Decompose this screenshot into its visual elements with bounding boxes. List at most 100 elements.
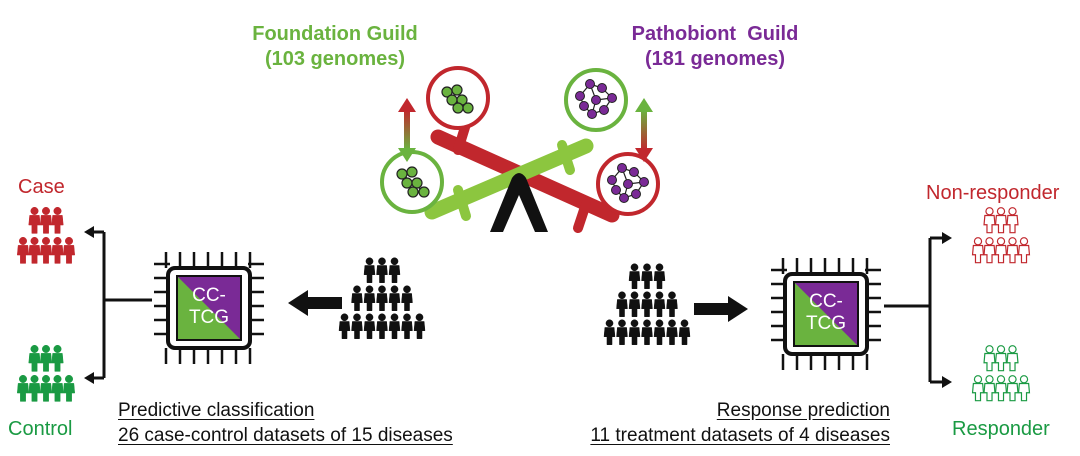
seesaw-fulcrum	[490, 173, 548, 232]
foundation-guild-name: Foundation Guild	[252, 23, 418, 45]
responder-person-icon	[994, 345, 1008, 372]
case-person-icon	[51, 236, 64, 264]
left-caption-line2: 26 case-control datasets of 15 diseases	[118, 425, 453, 446]
left-crowd-person-icon	[388, 257, 401, 283]
control-person-icon	[28, 374, 41, 402]
left-crowd-person-icon	[363, 257, 376, 283]
nonresponder-person-icon	[994, 237, 1008, 264]
responder-person-icon	[983, 345, 996, 372]
right-crowd-person-icon	[603, 319, 616, 345]
right-crowd-person-icon	[641, 263, 653, 289]
right-crowd-person-icon	[653, 263, 666, 289]
nonresponder-person-icon	[971, 237, 985, 264]
left-chip-label-bottom: TCG	[188, 307, 230, 328]
nonresponder-person-icon	[994, 207, 1008, 234]
right-input-arrow	[694, 296, 748, 322]
case-label: Case	[18, 176, 65, 198]
responder-person-icon	[1006, 345, 1019, 372]
left-crowd-person-icon	[363, 285, 376, 311]
right-crowd-person-icon	[653, 319, 666, 345]
pathobiont-guild-name: Pathobiont Guild	[631, 23, 799, 45]
right-crowd-person-icon	[616, 319, 628, 345]
case-person-icon	[63, 236, 75, 264]
control-person-icon	[17, 374, 29, 402]
nonresponder-person-icon	[983, 237, 996, 264]
nonresponder-person-icon	[1017, 237, 1031, 264]
left-crowd-person-icon	[388, 313, 401, 339]
responder-person-icon	[994, 375, 1008, 402]
left-caption-line1: Predictive classification	[118, 400, 315, 421]
foundation-double-arrow	[398, 98, 416, 162]
case-person-icon	[40, 236, 52, 264]
control-person-icon	[51, 374, 64, 402]
foundation-guild-count: (103 genomes)	[264, 48, 406, 70]
right-crowd-person-icon	[628, 263, 641, 289]
nonresponder-person-icon	[1006, 207, 1019, 234]
control-person-icon	[40, 344, 52, 372]
right-crowd-person-icon	[666, 291, 678, 317]
left-crowd-person-icon	[401, 285, 413, 311]
left-split-arrowhead-bottom	[84, 372, 94, 384]
control-person-icon	[40, 374, 52, 402]
right-caption-line2: 11 treatment datasets of 4 diseases	[590, 425, 890, 446]
case-person-icon	[51, 206, 64, 234]
left-split-arrowhead-top	[84, 226, 94, 238]
case-person-icon	[40, 206, 52, 234]
right-crowd-person-icon	[628, 319, 641, 345]
nonresponder-person-icon	[1006, 237, 1019, 264]
left-chip	[154, 252, 264, 364]
right-caption-line1: Response prediction	[716, 400, 890, 421]
right-split-arrow	[884, 236, 944, 384]
left-crowd-person-icon	[376, 257, 388, 283]
left-crowd-person-icon	[401, 313, 413, 339]
left-caption: Predictive classification 26 case-contro…	[118, 398, 453, 448]
right-caption: Response prediction 11 treatment dataset…	[590, 398, 890, 448]
responder-person-icon	[1006, 375, 1019, 402]
left-chip-label: CC- TCG	[177, 285, 241, 329]
right-split-arrowhead-bottom	[942, 376, 952, 388]
right-crowd-person-icon	[653, 291, 666, 317]
right-split-arrowhead-top	[942, 232, 952, 244]
pathobiont-guild-title: Pathobiont Guild (181 genomes)	[610, 22, 820, 72]
foundation-circle-bottom	[380, 150, 444, 214]
responder-person-icon	[971, 375, 985, 402]
right-chip-label: CC- TCG	[794, 291, 858, 335]
right-crowd-person-icon	[641, 319, 653, 345]
responder-person-icon	[1017, 375, 1031, 402]
pathobiont-double-arrow	[635, 98, 653, 162]
responder-label: Responder	[952, 418, 1050, 440]
left-crowd-person-icon	[363, 313, 376, 339]
people-layer	[17, 206, 1031, 402]
left-crowd-person-icon	[388, 285, 401, 311]
case-person-icon	[28, 236, 41, 264]
responder-person-icon	[983, 375, 996, 402]
control-person-icon	[51, 344, 64, 372]
left-input-arrow	[288, 290, 342, 316]
control-label: Control	[8, 418, 73, 440]
seesaw	[424, 119, 620, 233]
right-crowd-person-icon	[641, 291, 653, 317]
right-chip-label-bottom: TCG	[805, 313, 847, 334]
right-chip	[771, 258, 881, 370]
control-person-icon	[63, 374, 75, 402]
control-person-icon	[28, 344, 41, 372]
left-crowd-person-icon	[376, 285, 388, 311]
left-crowd-person-icon	[376, 313, 388, 339]
right-crowd-person-icon	[628, 291, 641, 317]
case-person-icon	[28, 206, 41, 234]
left-crowd-person-icon	[338, 313, 351, 339]
pathobiont-circle-top	[564, 68, 628, 132]
right-crowd-person-icon	[666, 319, 678, 345]
foundation-guild-title: Foundation Guild (103 genomes)	[230, 22, 440, 72]
left-chip-label-top: CC-	[192, 285, 226, 306]
pathobiont-guild-count: (181 genomes)	[644, 48, 786, 70]
nonresponder-label: Non-responder	[926, 182, 1060, 204]
right-crowd-person-icon	[678, 319, 691, 345]
seesaw-beam-green	[424, 138, 594, 221]
case-person-icon	[17, 236, 29, 264]
nonresponder-person-icon	[983, 207, 996, 234]
right-chip-label-top: CC-	[809, 291, 843, 312]
right-crowd-person-icon	[616, 291, 628, 317]
foundation-circle-top	[426, 66, 490, 130]
